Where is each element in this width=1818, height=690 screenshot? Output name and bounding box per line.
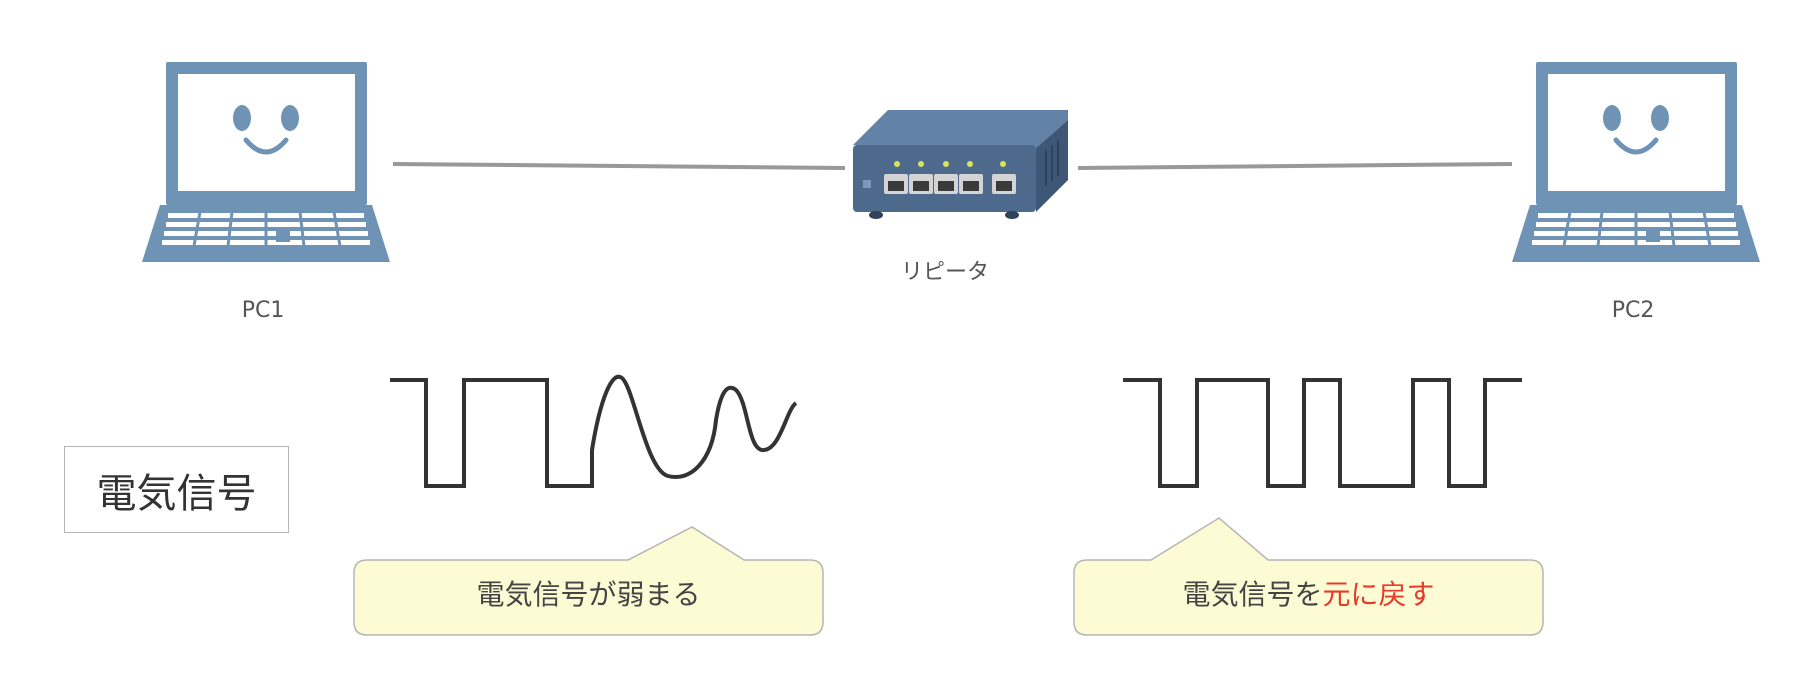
electric-signal-label: 電気信号	[96, 470, 257, 517]
network-switch-icon	[853, 110, 1068, 219]
repeater-label: リピータ	[900, 260, 989, 285]
callout-restore-text: 電気信号を元に戻す	[1074, 557, 1543, 633]
cable-repeater-pc2	[1077, 162, 1513, 170]
laptop-smiley-icon	[142, 62, 390, 262]
callout-weak-text: 電気信号が弱まる	[476, 578, 701, 611]
callout-restore-highlight: 元に戻す	[1322, 578, 1435, 611]
laptop-smiley-icon	[1512, 62, 1760, 262]
pc1-label: PC1	[241, 298, 285, 323]
restored-signal-waveform	[1123, 378, 1522, 488]
electric-signal-box: 電気信号	[64, 446, 289, 533]
cable-pc1-repeater	[392, 162, 846, 170]
callout-weak-bubble	[353, 526, 824, 636]
pc2-label: PC2	[1611, 298, 1655, 323]
callout-restore-prefix: 電気信号を	[1182, 578, 1323, 611]
weak-signal-waveform	[390, 374, 798, 488]
callout-restore-bubble	[1073, 517, 1544, 636]
